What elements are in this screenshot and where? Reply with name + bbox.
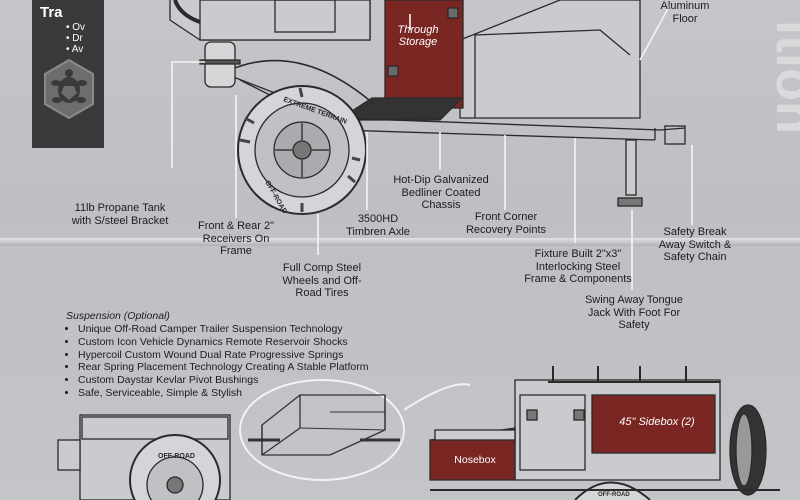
turtle-logo-icon [44,58,94,120]
callout-wheels: Full Comp Steel Wheels and Off-Road Tire… [282,262,362,299]
callout-chassis: Hot-Dip Galvanized Bedliner Coated Chass… [393,174,489,211]
callout-safety: Safety Break Away Switch & Safety Chain [658,226,732,263]
side-title: Tra [40,4,63,21]
through-storage-label: Through Storage [397,24,439,48]
paper-fold [0,238,800,246]
suspension-title: Suspension (Optional) [66,310,170,322]
suspension-section: Suspension (Optional) Unique Off-Road Ca… [66,310,368,400]
sidebox-label: 45" Sidebox (2) [619,416,695,428]
spare-tire-text: OFF-ROAD [158,453,195,460]
suspension-item: Safe, Serviceable, Simple & Stylish [78,387,368,400]
suspension-item: Rear Spring Placement Technology Creatin… [78,361,368,374]
nosebox-label: Nosebox [454,454,496,466]
aluminum-floor-label: Aluminum Floor [660,0,710,25]
suspension-item: Hypercoil Custom Wound Dual Rate Progres… [78,349,368,362]
callout-recovery: Front Corner Recovery Points [465,211,547,236]
callout-axle: 3500HD Timbren Axle [346,213,410,238]
callout-receivers: Front & Rear 2" Receivers On Frame [197,220,275,257]
callout-frame: Fixture Built 2"x3" Interlocking Steel F… [524,248,632,285]
suspension-item: Custom Icon Vehicle Dynamics Remote Rese… [78,336,368,349]
side-bullet-2: • Dr [66,33,83,44]
suspension-item: Custom Daystar Kevlar Pivot Bushings [78,374,368,387]
side-bullet-1: • Ov [66,22,86,33]
suspension-item: Unique Off-Road Camper Trailer Suspensio… [78,323,368,336]
bottom-tire-text: OFF-ROAD [598,492,630,498]
suspension-list: Unique Off-Road Camper Trailer Suspensio… [66,323,368,400]
callout-tongue: Swing Away Tongue Jack With Foot For Saf… [584,294,684,331]
callout-propane: 11lb Propane Tank with S/steel Bracket [71,202,169,227]
side-bullet-3: • Av [66,44,84,55]
